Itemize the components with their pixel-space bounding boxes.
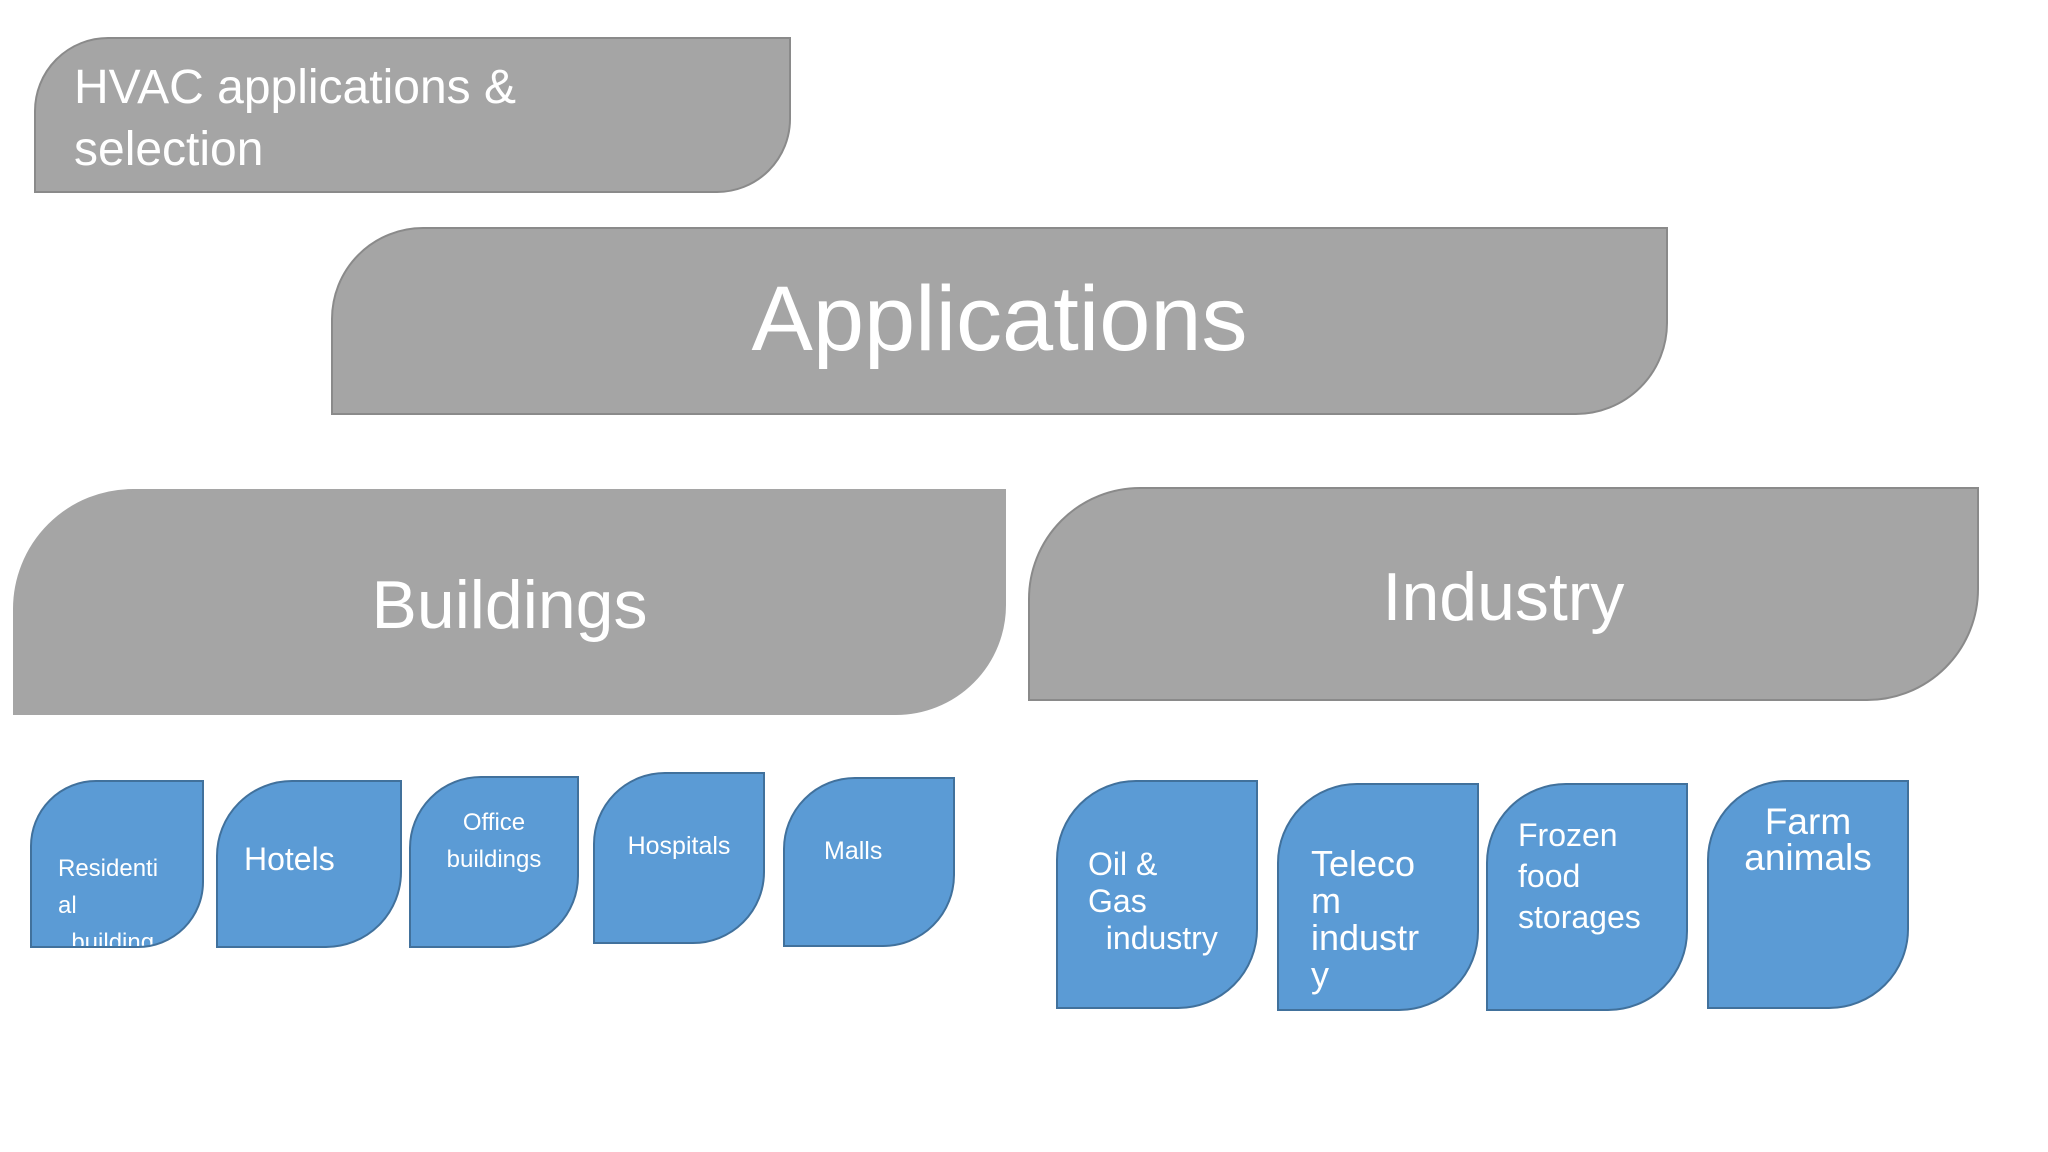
leaf-hotels: Hotels bbox=[216, 780, 402, 948]
leaf-label: Office buildings bbox=[446, 809, 542, 873]
leaf-hospitals: Hospitals bbox=[593, 772, 765, 944]
buildings-label: Buildings bbox=[371, 567, 648, 643]
leaf-label: Malls bbox=[824, 837, 883, 865]
title-box: HVAC applications & selection bbox=[34, 37, 791, 193]
industry-label: Industry bbox=[1382, 559, 1625, 635]
leaf-frozen-food-storages: Frozen food storages bbox=[1486, 783, 1688, 1011]
leaf-telecom-industry: Teleco m industr y bbox=[1277, 783, 1479, 1011]
leaf-residential-buildings: Residenti al building bbox=[30, 780, 204, 948]
leaf-label: Teleco m industr y bbox=[1311, 843, 1420, 995]
leaf-office-buildings: Office buildings bbox=[409, 776, 579, 948]
leaf-label: Hospitals bbox=[627, 832, 731, 860]
leaf-label: Hotels bbox=[244, 841, 335, 877]
slide-title: HVAC applications & selection bbox=[74, 61, 516, 176]
applications-node: Applications bbox=[331, 227, 1668, 415]
leaf-oil-gas-industry: Oil & Gas industry bbox=[1056, 780, 1258, 1009]
industry-node: Industry bbox=[1028, 487, 1979, 701]
buildings-node: Buildings bbox=[13, 489, 1006, 715]
leaf-label: Oil & Gas industry bbox=[1088, 846, 1218, 956]
leaf-farm-animals: Farm animals bbox=[1707, 780, 1909, 1009]
leaf-label: Farm animals bbox=[1744, 801, 1872, 878]
leaf-label: Frozen food storages bbox=[1518, 817, 1641, 935]
applications-label: Applications bbox=[751, 268, 1248, 370]
leaf-label: Residenti al building bbox=[58, 855, 159, 948]
leaf-malls: Malls bbox=[783, 777, 955, 947]
